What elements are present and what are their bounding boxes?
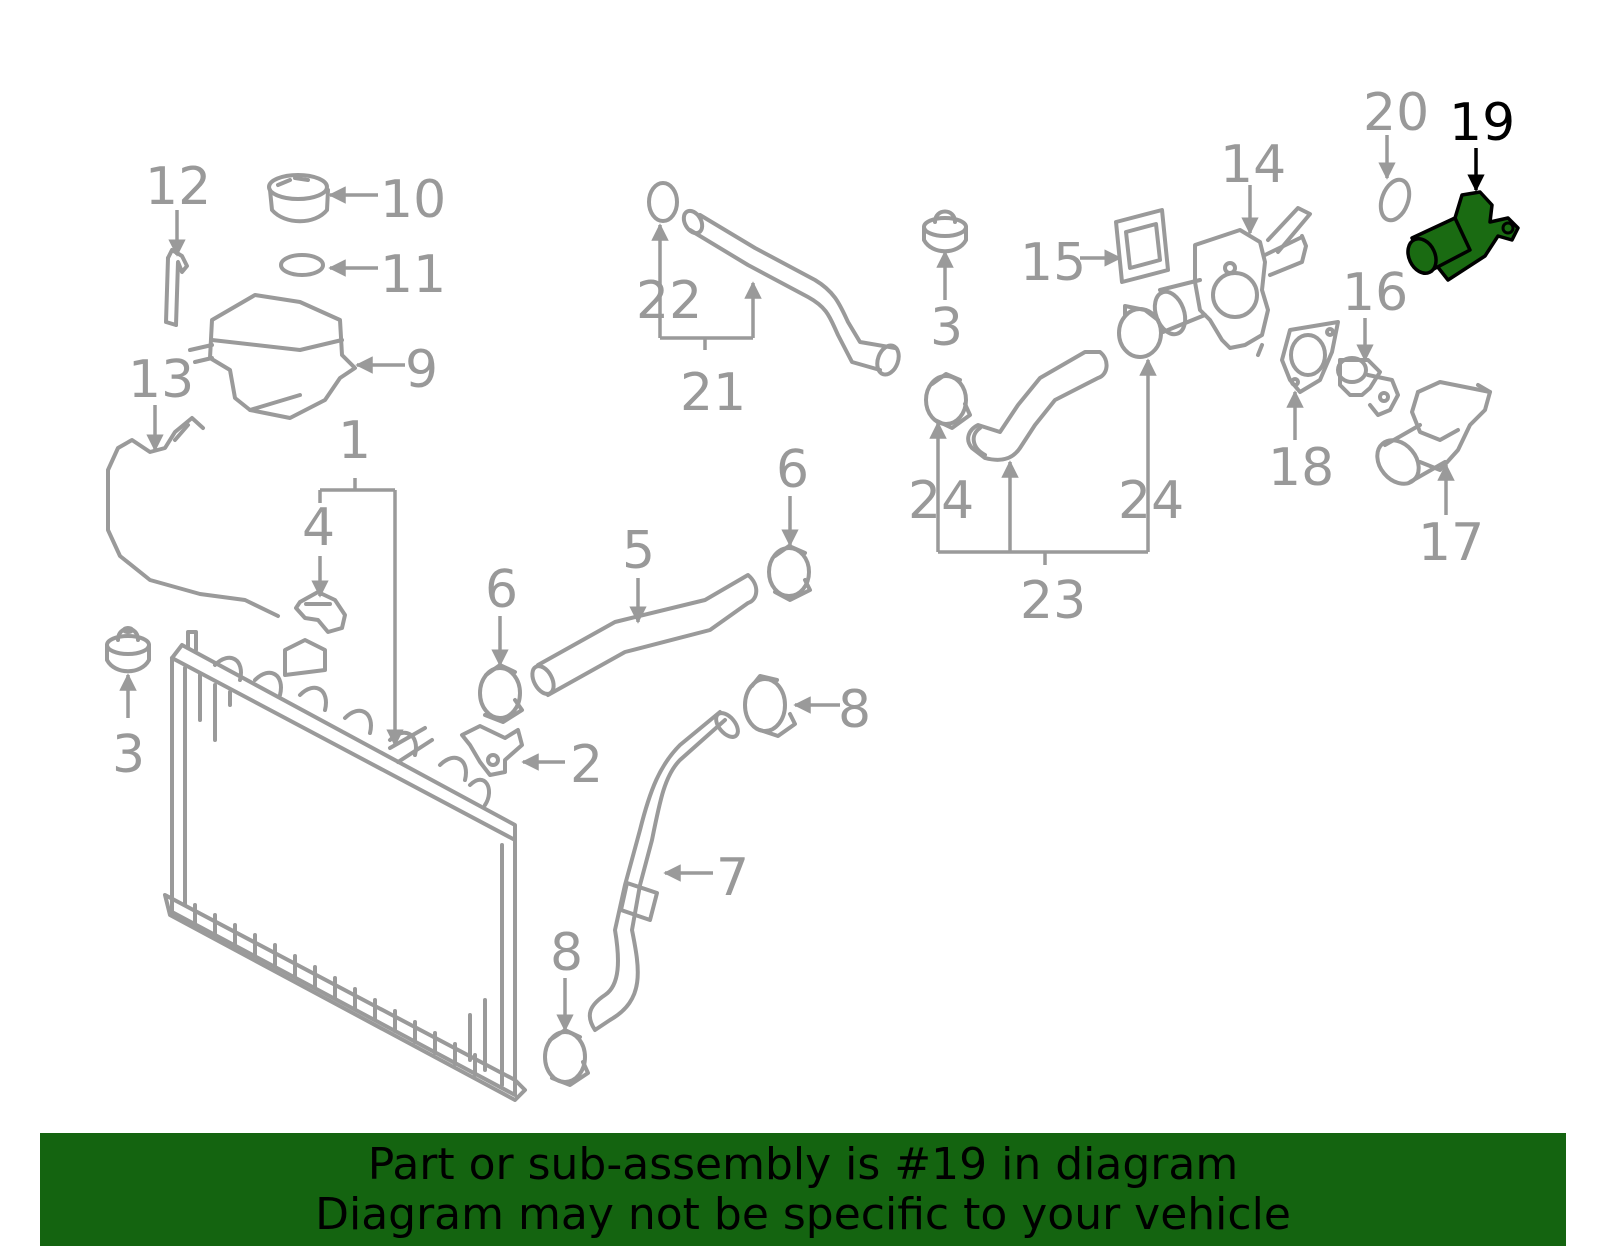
callout-20: 20	[1363, 83, 1429, 143]
callout-9: 9	[405, 340, 438, 400]
callout-24-right: 24	[1118, 471, 1184, 531]
hose-7-part	[587, 710, 740, 1032]
water-pipe-21-part	[681, 208, 901, 377]
callout-11: 11	[380, 245, 446, 305]
water-outlet-housing-part	[1152, 206, 1312, 357]
callout-18: 18	[1268, 438, 1334, 498]
hose-clamp-6b-part	[767, 544, 812, 602]
callout-21: 21	[680, 363, 746, 423]
hose-clamp-24a-part	[924, 372, 972, 430]
grommet-left-part	[105, 626, 151, 674]
reservoir-cap-part	[267, 173, 330, 224]
hose-clamp-8a-part	[743, 674, 797, 738]
hose-clamp-8b-part	[543, 1028, 590, 1087]
callout-6-left: 6	[485, 560, 518, 620]
callout-17: 17	[1418, 513, 1484, 573]
o-ring-11-part	[279, 253, 325, 277]
callout-15: 15	[1020, 233, 1086, 293]
water-temp-sensor-19-part	[1406, 190, 1520, 282]
callout-23: 23	[1020, 571, 1086, 631]
gasket-18-part	[1280, 320, 1340, 394]
info-banner: Part or sub-assembly is #19 in diagram D…	[40, 1133, 1566, 1246]
o-ring-20-part	[1378, 177, 1412, 223]
callout-22: 22	[636, 271, 702, 331]
callout-10: 10	[380, 170, 446, 230]
grommet-right-part	[922, 209, 968, 254]
leader-lines	[119, 135, 1485, 1032]
callout-14: 14	[1220, 135, 1286, 195]
gasket-15-part	[1114, 208, 1170, 284]
o-ring-22-part	[647, 181, 679, 223]
callout-2: 2	[570, 735, 603, 795]
hose-5-part	[530, 573, 759, 697]
callout-3-left: 3	[112, 725, 145, 785]
banner-line-2: Diagram may not be specific to your vehi…	[315, 1188, 1291, 1240]
callout-19: 19	[1449, 93, 1515, 153]
parts-diagram: 1 2 3 3 4 5 6 6 7 8 8 9 10 11 12 13 14 1…	[105, 83, 1520, 1102]
callout-24-left: 24	[908, 471, 974, 531]
callout-3-right: 3	[930, 298, 963, 358]
overflow-hose-part	[106, 416, 280, 618]
banner-line-1: Part or sub-assembly is #19 in diagram	[367, 1138, 1239, 1190]
bracket-part	[460, 724, 524, 777]
hose-23-part	[966, 350, 1109, 462]
callout-12: 12	[145, 157, 211, 217]
clip-12-part	[164, 248, 189, 327]
callout-labels: 1 2 3 3 4 5 6 6 7 8 8 9 10 11 12 13 14 1…	[112, 83, 1515, 983]
coolant-reservoir-part	[188, 293, 357, 420]
hose-clamp-24b-part	[1117, 304, 1163, 359]
callout-8-bottom: 8	[550, 923, 583, 983]
radiator-part	[163, 630, 527, 1102]
callout-1: 1	[338, 411, 371, 471]
callout-13: 13	[128, 350, 194, 410]
hose-clamp-6a-part	[478, 663, 524, 724]
callout-6-right: 6	[776, 440, 809, 500]
callout-16: 16	[1342, 263, 1408, 323]
radiator-cap-part	[294, 590, 347, 634]
thermostat-part	[1336, 356, 1400, 417]
callout-8-right: 8	[838, 680, 871, 740]
callout-4: 4	[302, 498, 335, 558]
callout-5: 5	[622, 521, 655, 581]
callout-7: 7	[716, 848, 749, 908]
